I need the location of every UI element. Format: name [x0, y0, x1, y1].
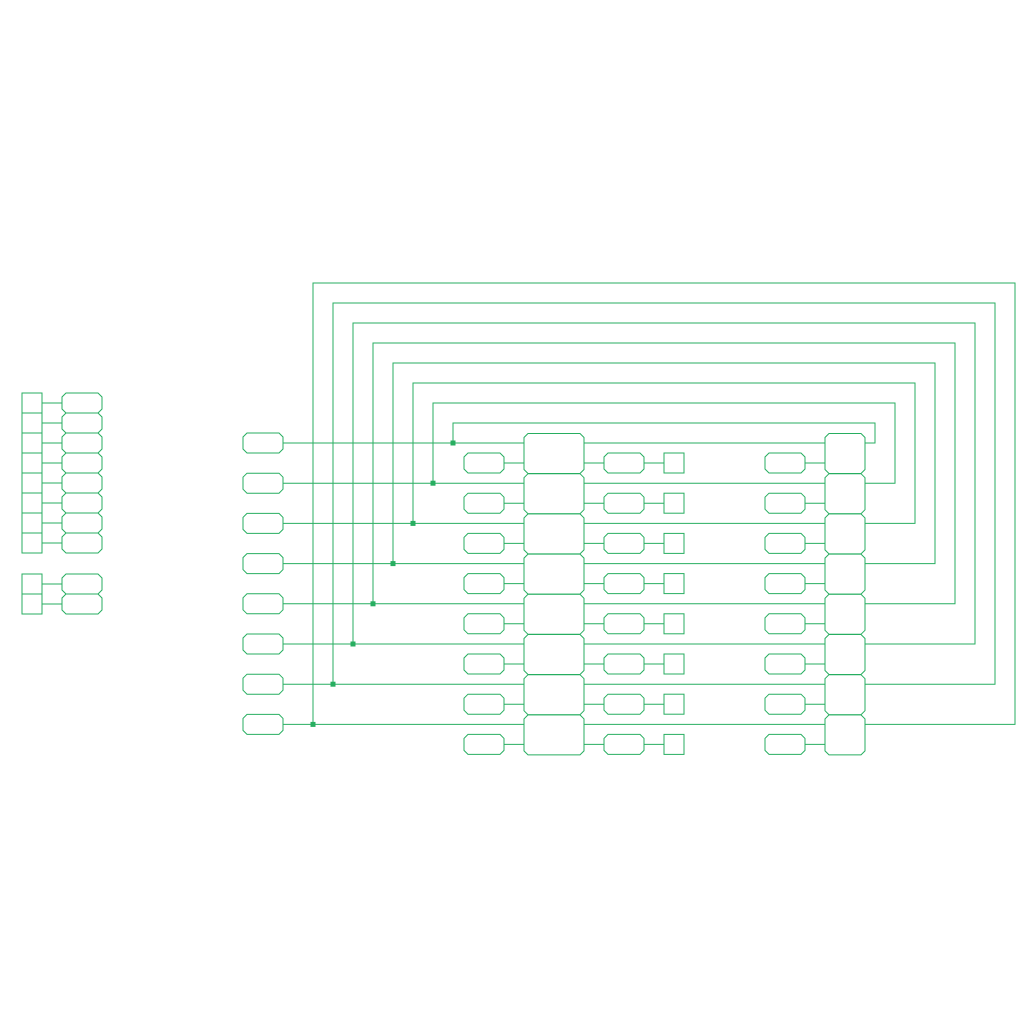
feedback-loop [432, 402, 896, 484]
right-pre-terminal [764, 573, 806, 595]
input-terminal [242, 673, 284, 695]
input-terminal [242, 713, 284, 735]
post-terminal [603, 693, 645, 715]
right-pre-terminal [764, 452, 806, 474]
right-block [824, 714, 866, 756]
legend-square [21, 472, 43, 494]
square-pad [663, 452, 685, 474]
right-block [824, 593, 866, 635]
post-terminal [603, 613, 645, 635]
legend-square [21, 532, 43, 554]
post-terminal [603, 733, 645, 755]
input-terminal [242, 432, 284, 454]
legend-terminal [61, 532, 103, 554]
legend-square [21, 593, 43, 615]
right-block [824, 473, 866, 515]
square-pad [663, 492, 685, 514]
main-block [523, 714, 585, 756]
legend-square [21, 452, 43, 474]
pre-terminal [463, 693, 505, 715]
legend-terminal [61, 432, 103, 454]
right-pre-terminal [764, 492, 806, 514]
post-terminal [603, 492, 645, 514]
legend-terminal [61, 573, 103, 595]
right-block [824, 513, 866, 555]
main-block [523, 674, 585, 716]
feedback-loop [332, 302, 996, 685]
main-block [523, 593, 585, 635]
right-pre-terminal [764, 613, 806, 635]
post-terminal [603, 452, 645, 474]
square-pad [663, 733, 685, 755]
square-pad [663, 653, 685, 675]
square-pad [663, 613, 685, 635]
legend-square [21, 492, 43, 514]
legend-terminal [61, 412, 103, 434]
square-pad [663, 573, 685, 595]
legend-terminal [61, 472, 103, 494]
input-terminal [242, 633, 284, 655]
pre-terminal [463, 573, 505, 595]
legend-square [21, 512, 43, 534]
input-terminal [242, 593, 284, 615]
input-terminal [242, 512, 284, 534]
legend-terminal [61, 452, 103, 474]
pre-terminal [463, 492, 505, 514]
right-pre-terminal [764, 733, 806, 755]
pre-terminal [463, 653, 505, 675]
pre-terminal [463, 452, 505, 474]
main-block [523, 473, 585, 515]
main-block [523, 433, 585, 474]
feedback-loop [392, 362, 936, 565]
right-block [824, 634, 866, 675]
post-terminal [603, 532, 645, 554]
feedback-loop [412, 382, 916, 524]
right-block [824, 433, 866, 474]
legend-square [21, 392, 43, 414]
right-block [824, 553, 866, 595]
right-pre-terminal [764, 693, 806, 715]
legend-terminal [61, 392, 103, 414]
legend-terminal [61, 512, 103, 534]
main-block [523, 553, 585, 595]
feedback-loop [352, 322, 976, 645]
main-block [523, 634, 585, 675]
post-terminal [603, 573, 645, 595]
legend-terminal [61, 492, 103, 514]
pre-terminal [463, 613, 505, 635]
right-pre-terminal [764, 653, 806, 675]
feedback-loop [312, 282, 1016, 725]
input-terminal [242, 472, 284, 494]
right-pre-terminal [764, 532, 806, 554]
legend-square [21, 412, 43, 434]
post-terminal [603, 653, 645, 675]
feedback-loop [452, 422, 876, 444]
legend-terminal [61, 593, 103, 615]
pre-terminal [463, 532, 505, 554]
input-terminal [242, 553, 284, 575]
square-pad [663, 693, 685, 715]
legend-square [21, 573, 43, 595]
main-block [523, 513, 585, 555]
right-block [824, 674, 866, 716]
square-pad [663, 532, 685, 554]
feedback-loop [372, 342, 956, 605]
pre-terminal [463, 733, 505, 755]
legend-square [21, 432, 43, 454]
